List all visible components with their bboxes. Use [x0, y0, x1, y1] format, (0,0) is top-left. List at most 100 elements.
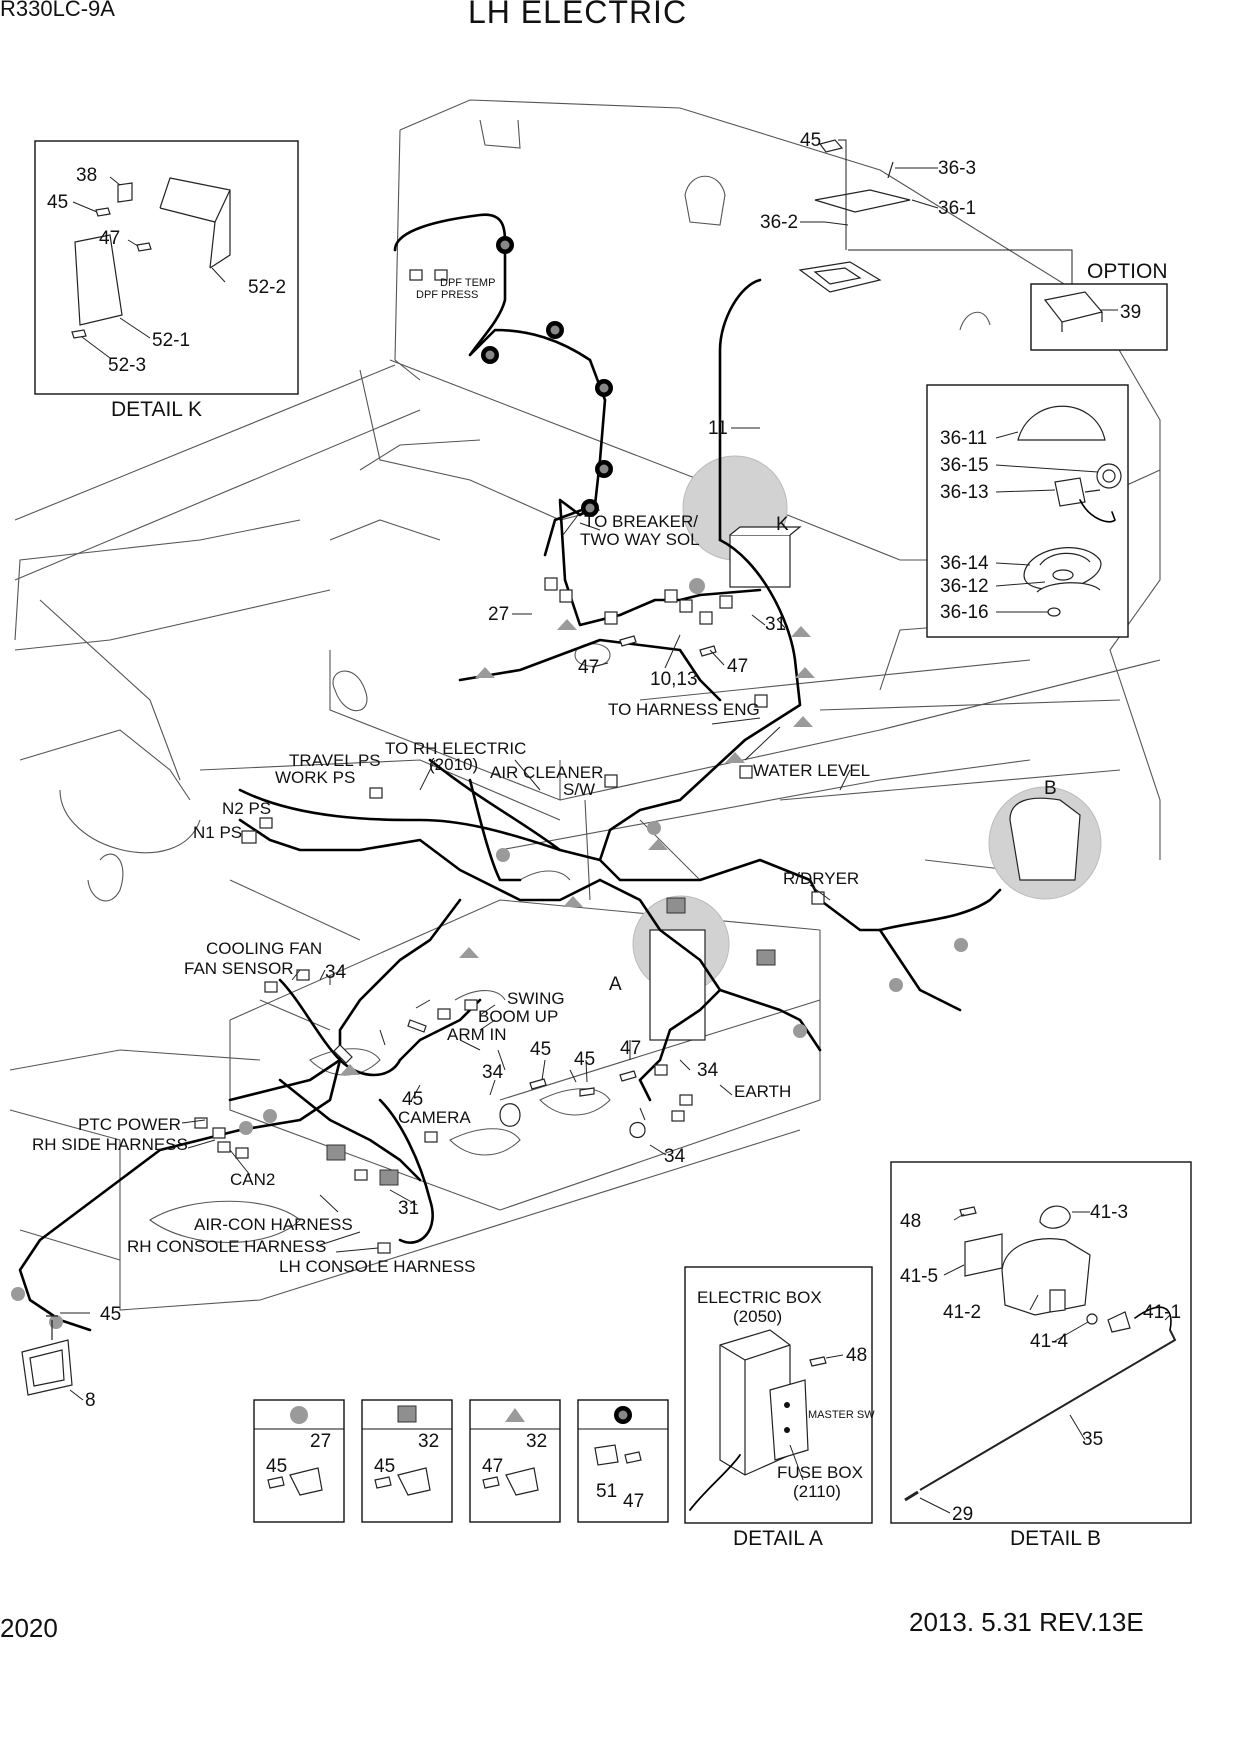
detail-b-title: DETAIL B [1010, 1527, 1101, 1550]
detail-a: ELECTRIC BOX (2050) 48 MASTER SW FUSE BO… [684, 1266, 875, 1550]
label-cooling-fan: COOLING FAN [206, 939, 322, 958]
callout-10-13: 10,13 [650, 669, 698, 690]
connectors [21, 139, 911, 1396]
label-two-way-sol: TWO WAY SOL [580, 530, 700, 549]
harness-labels: DPF TEMP DPF PRESS TO BREAKER/ TWO WAY S… [32, 277, 870, 1276]
detail-b-part-41-5: 41-5 [900, 1266, 938, 1287]
detail-k-part-52-3: 52-3 [108, 355, 146, 376]
legend-dot-part-a: 51 [596, 1481, 617, 1502]
callout-34-d: 34 [664, 1146, 686, 1167]
legend-circle-part-b: 27 [310, 1431, 331, 1452]
detail-b: 48 41-3 41-5 41-2 41-4 41-1 35 29 DETAIL… [890, 1161, 1192, 1550]
leader-lines [60, 139, 1073, 1401]
legend-triangle-part-a: 47 [482, 1456, 503, 1477]
legend-square-part-b: 32 [418, 1431, 439, 1452]
option-part-36-14: 36-14 [940, 553, 989, 574]
label-earth: EARTH [734, 1082, 791, 1101]
detail-a-fuse-box: FUSE BOX [777, 1463, 863, 1482]
zone-a-electric-box [649, 929, 706, 1041]
option-title: OPTION [1087, 260, 1168, 283]
legend-dot-part-b: 47 [623, 1491, 644, 1512]
label-to-rh-electric: TO RH ELECTRIC [385, 739, 526, 758]
option-detail-36: 36-11 36-15 36-13 36-14 36-12 36-16 [926, 384, 1129, 638]
label-fan-sensor: FAN SENSOR [184, 959, 294, 978]
detail-b-part-48: 48 [900, 1211, 921, 1232]
callout-34-a: 34 [325, 962, 347, 983]
label-to-breaker: TO BREAKER/ [584, 512, 698, 531]
detail-a-electric-box: ELECTRIC BOX [697, 1288, 822, 1307]
label-to-harness-eng: TO HARNESS ENG [608, 700, 760, 719]
label-water-level: WATER LEVEL [753, 761, 870, 780]
revision-date: 2013. 5.31 REV.13E [909, 1607, 1144, 1637]
detail-k-part-52-2: 52-2 [248, 277, 286, 298]
label-r-dryer: R/DRYER [783, 869, 859, 888]
option-part-39-label: 39 [1120, 302, 1141, 323]
callout-36-1: 36-1 [938, 198, 976, 219]
model-name: R330LC-9A [0, 0, 115, 21]
detail-b-part-35: 35 [1082, 1429, 1103, 1450]
label-boom-up: BOOM UP [478, 1007, 558, 1026]
option-part-36-15: 36-15 [940, 455, 989, 476]
legend-circle: 45 27 [253, 1399, 345, 1523]
detail-k-part-47: 47 [99, 228, 120, 249]
detail-b-part-41-4: 41-4 [1030, 1331, 1068, 1352]
legend-dot: 51 47 [577, 1399, 669, 1523]
zone-k-letter: K [776, 514, 789, 535]
label-travel-ps: TRAVEL PS [289, 751, 381, 770]
callout-45-d: 45 [100, 1304, 121, 1325]
callout-34-c: 34 [697, 1060, 719, 1081]
label-arm-in: ARM IN [447, 1025, 507, 1044]
harness-wiring [18, 213, 1002, 1332]
symbol-legend: 45 27 45 32 47 32 51 4 [253, 1399, 669, 1523]
detail-b-part-41-1: 41-1 [1143, 1302, 1181, 1323]
label-lh-console-harness: LH CONSOLE HARNESS [279, 1257, 476, 1276]
legend-triangle: 47 32 [469, 1399, 561, 1523]
callout-31-b: 31 [398, 1198, 419, 1219]
label-rh-ref: (2010) [429, 755, 478, 774]
zone-k-box [729, 534, 791, 588]
detail-b-part-29: 29 [952, 1504, 973, 1525]
legend-square-part-a: 45 [374, 1456, 395, 1477]
legend-square: 45 32 [361, 1399, 453, 1523]
label-air-con-harness: AIR-CON HARNESS [194, 1215, 353, 1234]
callout-47-b: 47 [727, 656, 748, 677]
callout-47-c: 47 [620, 1038, 641, 1059]
callout-34-b: 34 [482, 1062, 504, 1083]
label-ptc-power: PTC POWER [78, 1115, 181, 1134]
callouts: 45 36-3 36-1 36-2 11 27 47 10,13 47 31 3… [85, 130, 976, 1411]
detail-a-fuse-box-ref: (2110) [793, 1482, 841, 1501]
page-number: 2020 [0, 1613, 58, 1643]
callout-11: 11 [708, 418, 728, 439]
detail-a-part-48: 48 [846, 1345, 867, 1366]
label-rh-side-harness: RH SIDE HARNESS [32, 1135, 188, 1154]
zone-b-letter: B [1044, 778, 1057, 799]
callout-31-a: 31 [765, 614, 786, 635]
label-n1-ps: N1 PS [193, 823, 242, 842]
option-part-36-11: 36-11 [940, 428, 987, 449]
label-air-cleaner: AIR CLEANER [490, 763, 603, 782]
callout-27: 27 [488, 604, 509, 625]
legend-circle-part-a: 45 [266, 1456, 287, 1477]
legend-triangle-symbol [505, 1408, 525, 1422]
detail-a-electric-box-ref: (2050) [733, 1307, 782, 1326]
callout-47-a: 47 [578, 657, 599, 678]
detail-a-master-sw: MASTER SW [808, 1409, 875, 1421]
callout-45-a: 45 [402, 1089, 423, 1110]
callout-36-2: 36-2 [760, 212, 798, 233]
label-camera: CAMERA [398, 1108, 471, 1127]
option-part-36-16: 36-16 [940, 602, 989, 623]
legend-circle-symbol [290, 1406, 308, 1424]
detail-k-title: DETAIL K [111, 398, 202, 421]
detail-k-part-45: 45 [47, 192, 68, 213]
page-title: LH ELECTRIC [468, 0, 688, 30]
label-dpf-temp: DPF TEMP [440, 277, 495, 289]
zone-b-reservoir [1009, 797, 1081, 881]
label-dpf-press: DPF PRESS [416, 289, 478, 301]
label-work-ps: WORK PS [275, 768, 355, 787]
callout-45-b: 45 [530, 1039, 551, 1060]
option-part-36-13: 36-13 [940, 482, 989, 503]
zone-a-letter: A [609, 974, 622, 995]
label-n2-ps: N2 PS [222, 799, 271, 818]
callout-36-3: 36-3 [938, 158, 976, 179]
